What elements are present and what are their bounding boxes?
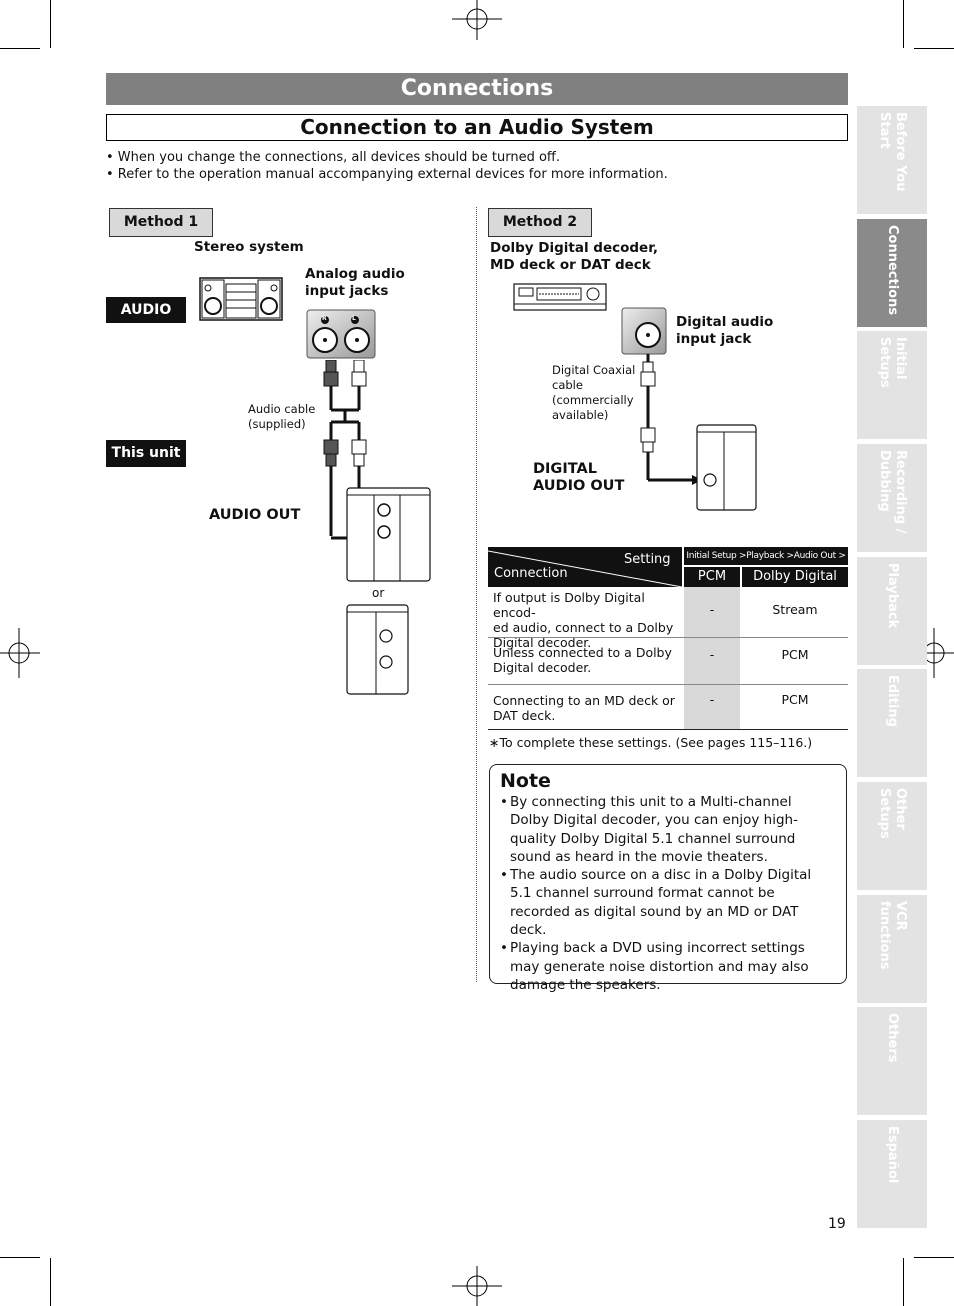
side-tab-initial-setups[interactable]: Initial Setups xyxy=(857,331,927,439)
coaxial-cable-label: Digital Coaxial cable (commercially avai… xyxy=(552,363,636,422)
side-tab-before-you-start[interactable]: Before You Start xyxy=(857,106,927,214)
intro-bullets: • When you change the connections, all d… xyxy=(106,149,668,183)
table-row-2-pcm: - xyxy=(709,647,715,662)
table-row-3-dolby: PCM xyxy=(781,692,809,707)
side-tab-others[interactable]: Others xyxy=(857,1007,927,1115)
crop-mark xyxy=(50,0,51,48)
unit-digital-panel-icon xyxy=(696,424,757,511)
table-row-2-dolby: PCM xyxy=(781,647,809,662)
table-bottom-border xyxy=(488,729,848,730)
table-row-1-dolby: Stream xyxy=(772,602,818,617)
digital-input-jack-icon xyxy=(621,307,667,355)
analog-input-jacks-icon xyxy=(306,309,376,359)
connection-header: Connection xyxy=(494,566,568,581)
menu-path-header: Initial Setup >Playback >Audio Out > xyxy=(684,547,848,565)
intro-bullet: • When you change the connections, all d… xyxy=(106,150,561,165)
crop-mark xyxy=(50,1258,51,1306)
unit-rear-panel-alt-icon xyxy=(346,604,409,695)
note-list: •By connecting this unit to a Multi-chan… xyxy=(500,793,830,994)
analog-jack-label: Analog audio input jacks xyxy=(305,266,405,299)
method-1-badge: Method 1 xyxy=(109,208,213,237)
column-divider xyxy=(476,207,477,982)
table-footnote: ∗To complete these settings. (See pages … xyxy=(489,735,813,750)
table-row-2-connection: Unless connected to a Dolby Digital deco… xyxy=(493,645,672,675)
stereo-system-label: Stereo system xyxy=(194,239,304,255)
jack-r-label: R xyxy=(322,315,327,322)
audio-cable-label: Audio cable (supplied) xyxy=(248,402,316,431)
table-header-diagonal xyxy=(488,547,682,587)
note-box: Note •By connecting this unit to a Multi… xyxy=(489,764,847,993)
pcm-column-header: PCM xyxy=(684,567,740,587)
section-title: Connections xyxy=(106,73,848,105)
page-title: Connection to an Audio System xyxy=(106,114,848,141)
side-tab-vcr-functions[interactable]: VCR functions xyxy=(857,895,927,1003)
dolby-column-header: Dolby Digital xyxy=(742,567,848,587)
table-row-3-connection: Connecting to an MD deck or DAT deck. xyxy=(493,693,675,723)
jack-l-label: L xyxy=(352,315,356,322)
unit-rear-panel-icon xyxy=(346,487,431,582)
side-tab-connections[interactable]: Connections xyxy=(857,219,927,327)
audio-out-label: AUDIO OUT xyxy=(209,507,301,523)
side-tab-playback[interactable]: Playback xyxy=(857,557,927,665)
crop-mark xyxy=(903,0,904,48)
intro-bullet: • Refer to the operation manual accompan… xyxy=(106,167,668,182)
crop-mark xyxy=(0,1257,40,1258)
decoder-device-icon xyxy=(513,283,607,311)
crop-mark xyxy=(914,48,954,49)
or-label: or xyxy=(372,586,385,600)
side-tab-recording-dubbing[interactable]: Recording / Dubbing xyxy=(857,444,927,552)
method-2-badge: Method 2 xyxy=(488,208,592,237)
table-row-3-pcm: - xyxy=(709,692,715,707)
side-tab-editing[interactable]: Editing xyxy=(857,669,927,777)
digital-audio-out-label: DIGITAL AUDIO OUT xyxy=(533,461,625,494)
pcm-column-shading xyxy=(684,587,740,729)
note-item: •The audio source on a disc in a Dolby D… xyxy=(500,867,812,939)
stereo-system-icon xyxy=(199,277,283,321)
registration-mark-left xyxy=(0,628,40,678)
side-tab-espanol[interactable]: Español xyxy=(857,1120,927,1228)
crop-mark xyxy=(914,1257,954,1258)
this-unit-badge: This unit xyxy=(106,440,186,467)
table-row-divider xyxy=(488,684,848,685)
audio-badge: AUDIO xyxy=(106,297,186,323)
registration-mark-bottom xyxy=(452,1266,502,1306)
note-item: •Playing back a DVD using incorrect sett… xyxy=(500,940,809,993)
side-tab-other-setups[interactable]: Other Setups xyxy=(857,782,927,890)
table-row-1-connection: If output is Dolby Digital encod- ed aud… xyxy=(493,590,674,650)
decoder-label: Dolby Digital decoder, MD deck or DAT de… xyxy=(490,240,659,273)
table-row-1-pcm: - xyxy=(709,602,715,617)
setting-header: Setting xyxy=(624,552,671,567)
note-title: Note xyxy=(500,770,551,792)
coaxial-cable-icon xyxy=(640,354,702,485)
registration-mark-top xyxy=(452,0,502,40)
note-item: •By connecting this unit to a Multi-chan… xyxy=(500,794,798,865)
audio-out-settings-table: Setting Connection Initial Setup >Playba… xyxy=(488,547,848,732)
crop-mark xyxy=(0,48,40,49)
page-number: 19 xyxy=(828,1216,846,1232)
crop-mark xyxy=(903,1258,904,1306)
table-row-divider xyxy=(488,637,848,638)
digital-jack-label: Digital audio input jack xyxy=(676,314,774,347)
